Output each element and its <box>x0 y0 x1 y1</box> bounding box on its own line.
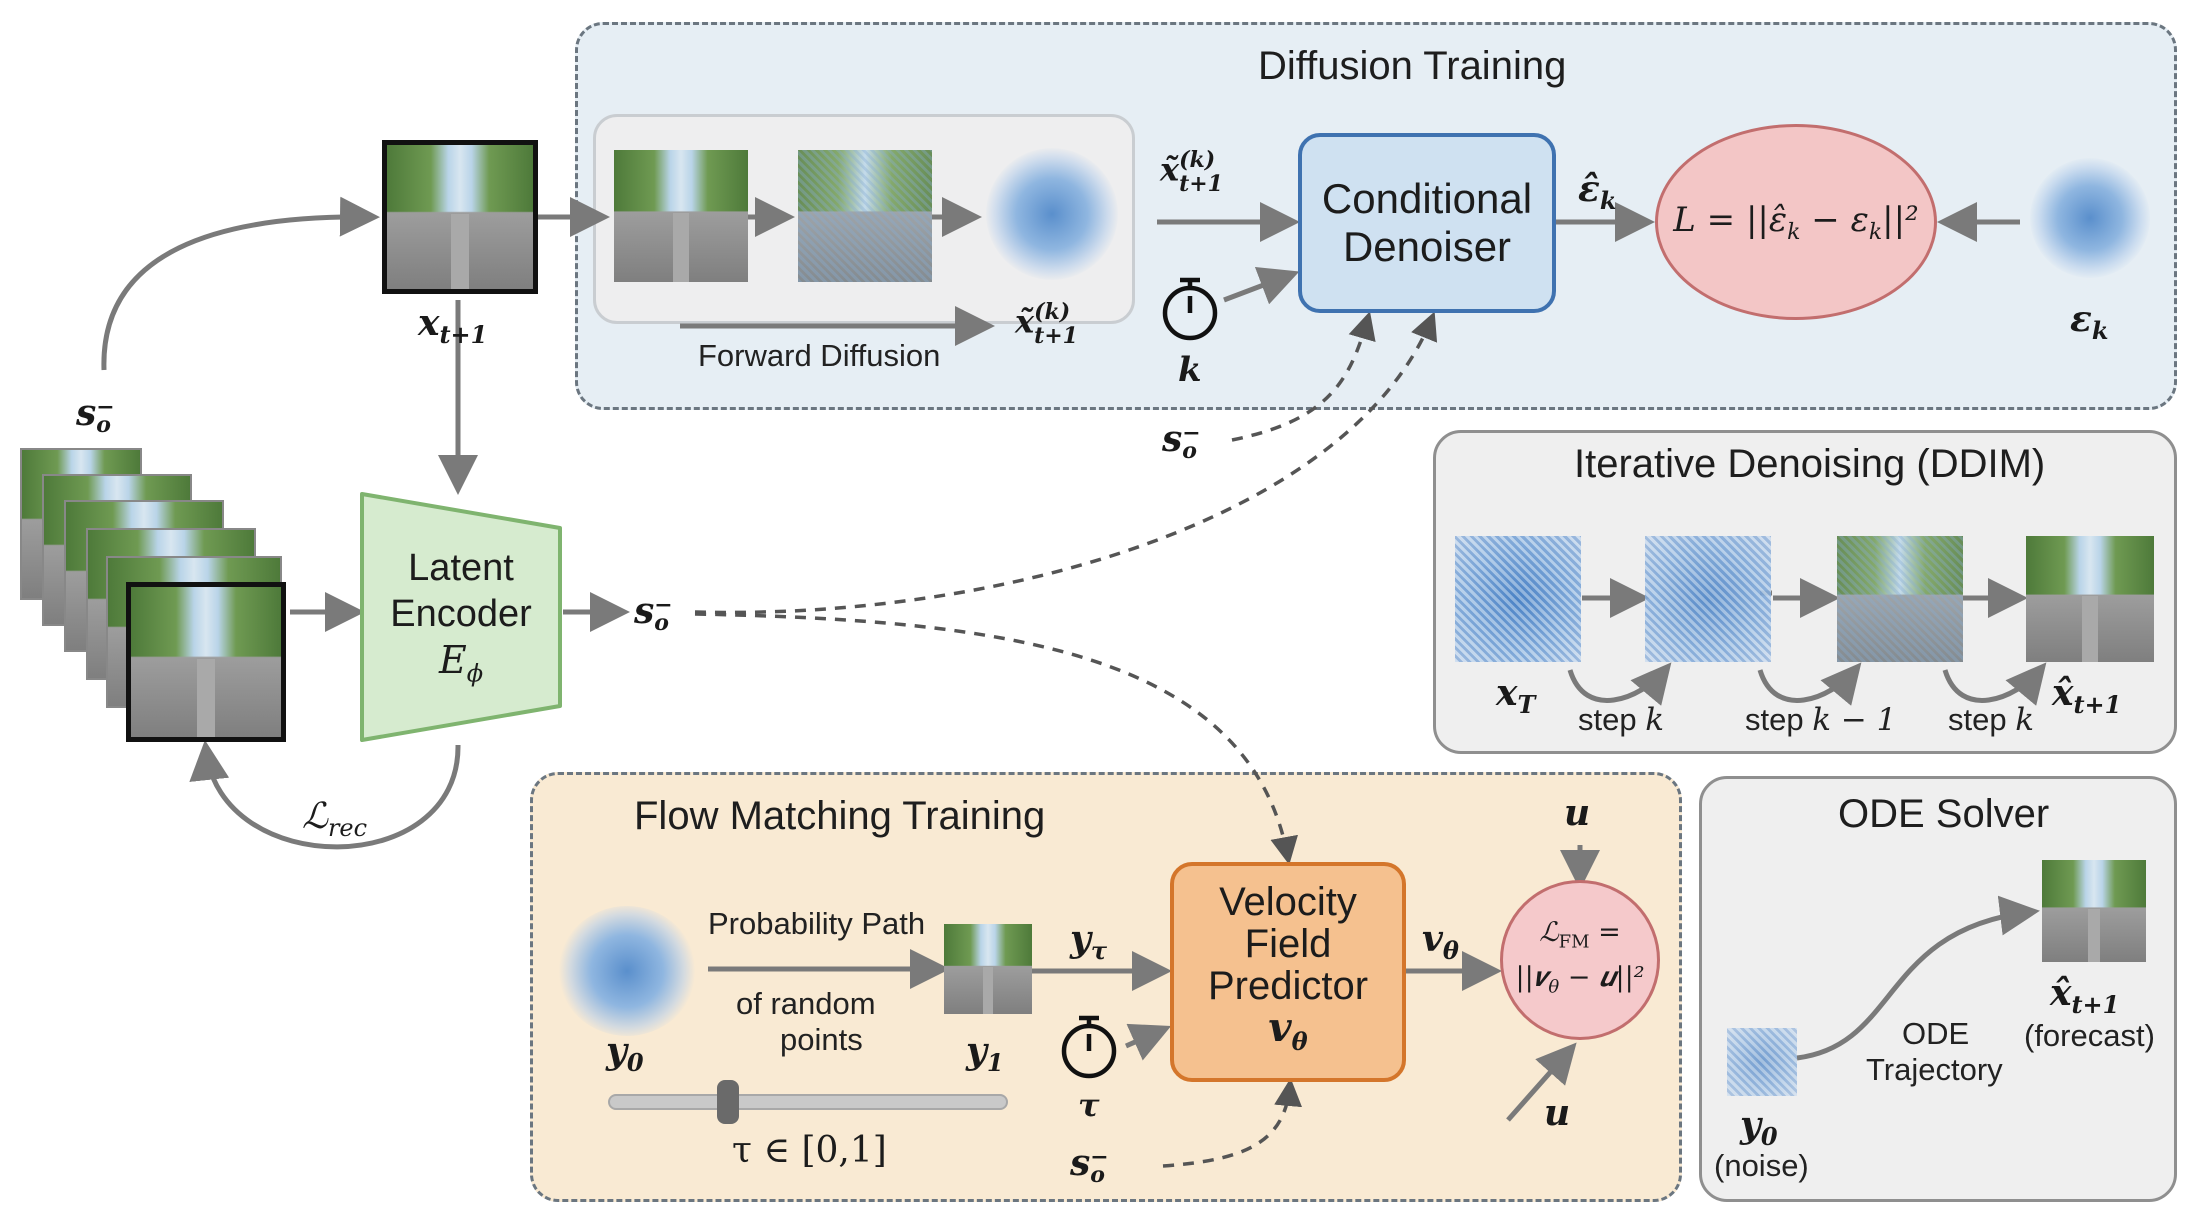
xtilde-top-label: 𝒙̃(k)t+1 <box>1160 147 1223 197</box>
tau-slider-track[interactable] <box>608 1094 1008 1110</box>
ode-trajectory-line-2: Trajectory <box>1866 1052 2003 1087</box>
ddim-step-1-image <box>1645 536 1771 662</box>
reconstruction-loss-label: ℒrec <box>302 796 368 843</box>
encoder-line-1: Latent <box>408 547 514 590</box>
tau-range-label: τ ∈ [0,1] <box>732 1130 887 1171</box>
timer-to-velocity-arrow <box>1124 1023 1172 1061</box>
velocity-line-1: Velocity <box>1219 880 1357 924</box>
s-flow-to-velocity-dashed <box>1162 1078 1303 1168</box>
ddim-step-loop-2 <box>1757 662 1862 706</box>
timer-icon-diffusion <box>1162 277 1218 341</box>
s-to-velocity-dashed <box>694 612 1298 865</box>
ddim-step-1-label: step k <box>1578 702 1665 738</box>
y-tau-label: 𝒚τ <box>1070 918 1108 966</box>
conditional-denoiser-box: Conditional Denoiser <box>1298 133 1556 313</box>
ode-noise-label: (noise) <box>1714 1148 1809 1183</box>
ode-trajectory-arrow <box>1796 895 2040 1061</box>
velocity-line-2: Field <box>1244 922 1332 966</box>
ode-x-hat-label: 𝒙̂t+1 <box>2050 972 2120 1020</box>
target-noise-cloud <box>2030 158 2150 278</box>
flow-y1-image <box>944 924 1032 1014</box>
y1-label: 𝒚1 <box>966 1030 1004 1078</box>
ode-solver-panel <box>1699 776 2177 1202</box>
v-theta-label: 𝒗θ <box>1422 918 1459 966</box>
forward-clean-image <box>614 150 748 282</box>
ddim-step-2-image <box>1837 536 1963 662</box>
denoiser-line-1: Conditional <box>1321 175 1533 222</box>
fm-loss-bottom: ||𝒗θ − 𝒖||² <box>1515 962 1645 998</box>
timer-icon-flow <box>1061 1015 1117 1079</box>
denoiser-line-2: Denoiser <box>1342 223 1512 270</box>
s-diffusion-label: 𝒔−o <box>1162 418 1201 464</box>
ddim-step-2-label: step k − 1 <box>1745 702 1897 738</box>
tau-label: τ <box>1078 1086 1100 1124</box>
forward-noisy-image <box>798 150 932 282</box>
eps-hat-label: 𝜺̂k <box>1578 168 1617 216</box>
y0-label: 𝒚0 <box>606 1030 644 1078</box>
probability-path-label: Probability Path <box>708 906 926 941</box>
ddim-result-image <box>2026 536 2154 662</box>
diffusion-loss-formula: L = ||ε̂k − εk||² <box>1673 199 1919 245</box>
u-top-label: 𝒖 <box>1564 792 1591 834</box>
ddim-title: Iterative Denoising (DDIM) <box>1574 442 2046 486</box>
target-frame-image <box>382 140 538 294</box>
flow-matching-title: Flow Matching Training <box>634 794 1046 838</box>
tau-slider-knob[interactable] <box>717 1080 739 1124</box>
ode-solver-title: ODE Solver <box>1838 792 2050 836</box>
x-T-label: 𝒙T <box>1496 672 1536 720</box>
ddim-step-loop-3 <box>1942 662 2047 706</box>
s-left-label: 𝒔−o <box>76 392 115 438</box>
s-encoder-output-label: 𝒔−o <box>634 590 673 636</box>
flow-matching-loss-circle: ℒFM = ||𝒗θ − 𝒖||² <box>1500 880 1660 1040</box>
eps-label: 𝜺k <box>2070 298 2109 346</box>
fm-loss-top: ℒFM = <box>1539 916 1621 952</box>
s-to-denoiser-dashed <box>1231 311 1376 442</box>
ddim-x-hat-label: 𝒙̂t+1 <box>2052 672 2122 720</box>
forward-diffusion-label: Forward Diffusion <box>698 338 941 373</box>
encoder-shape <box>360 492 562 742</box>
ddim-noise-image <box>1455 536 1581 662</box>
random-points-line-1: of random <box>736 986 876 1021</box>
timer-to-denoiser-arrow <box>1223 266 1300 305</box>
ode-forecast-image <box>2042 860 2146 962</box>
s-flow-label: 𝒔−o <box>1070 1142 1109 1188</box>
encoder-line-2: Encoder <box>390 593 532 636</box>
flow-noise-cloud <box>558 906 696 1036</box>
velocity-field-predictor-box: Velocity Field Predictor 𝒗θ <box>1170 862 1406 1082</box>
ode-noise-image <box>1727 1028 1797 1096</box>
xtilde-bottom-label: 𝒙̃(k)t+1 <box>1015 299 1078 349</box>
velocity-line-3: Predictor <box>1207 964 1369 1008</box>
u-bottom-label: 𝒖 <box>1544 1092 1571 1134</box>
ddim-step-loop-1 <box>1567 662 1672 706</box>
velocity-symbol: 𝒗θ <box>1268 1004 1308 1057</box>
forward-noise-cloud <box>986 148 1118 280</box>
history-frame-current <box>126 582 286 742</box>
s-to-image-arrow <box>101 196 380 371</box>
ode-y0-label: 𝒚0 <box>1740 1104 1778 1152</box>
diffusion-loss-ellipse: L = ||ε̂k − εk||² <box>1655 124 1937 320</box>
reconstruction-loop-arrow <box>189 740 461 850</box>
diffusion-training-title: Diffusion Training <box>1258 44 1567 88</box>
x-next-label: 𝒙t+1 <box>418 302 488 350</box>
timer-k-label: k <box>1178 350 1202 390</box>
encoder-symbol: Eϕ <box>438 638 484 688</box>
latent-encoder-box: Latent Encoder Eϕ <box>362 536 560 706</box>
u-bottom-arrow <box>1506 1042 1577 1122</box>
ddim-step-3-label: step k <box>1948 702 2035 738</box>
ode-trajectory-line-1: ODE <box>1902 1016 1970 1051</box>
random-points-line-2: points <box>780 1022 863 1057</box>
ode-forecast-label: (forecast) <box>2024 1018 2155 1053</box>
